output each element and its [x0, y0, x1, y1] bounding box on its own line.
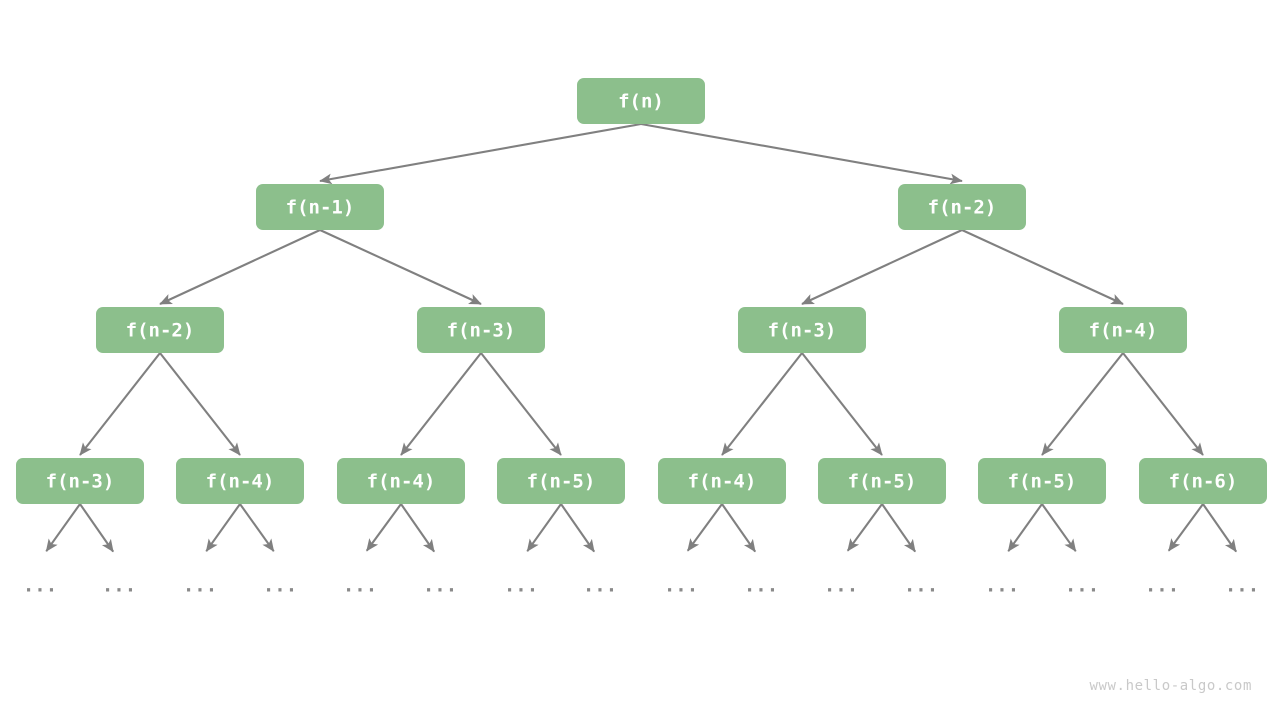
node-label: f(n-5) [848, 471, 917, 493]
tree-edge [1122, 352, 1204, 456]
ellipsis-edge [365, 503, 402, 552]
node-box [176, 458, 304, 504]
ellipsis-edge [400, 503, 436, 553]
node-label: f(n-3) [768, 320, 837, 342]
node-box [738, 307, 866, 353]
tree-node[interactable]: f(n-3) [738, 307, 866, 353]
node-label: f(n-4) [367, 471, 436, 493]
node-label: f(n) [618, 91, 664, 113]
node-label: f(n-4) [206, 471, 275, 493]
ellipsis-label: ... [1065, 575, 1099, 597]
tree-edge [961, 229, 1124, 305]
node-label: f(n-5) [527, 471, 596, 493]
tree-edge [640, 122, 963, 185]
ellipsis-label: ... [423, 575, 457, 597]
node-label: f(n-2) [928, 197, 997, 219]
ellipsis-label: ... [23, 575, 57, 597]
ellipsis-edge [1041, 503, 1077, 552]
node-box [818, 458, 946, 504]
node-label: f(n-3) [46, 471, 115, 493]
node-box [577, 78, 705, 124]
tree-edge [801, 229, 963, 305]
ellipsis-label: ... [504, 575, 538, 597]
tree-edge [1041, 352, 1124, 456]
tree-node[interactable]: f(n) [577, 78, 705, 124]
node-box [1139, 458, 1267, 504]
ellipsis-edge [846, 503, 883, 552]
node-box [658, 458, 786, 504]
node-label: f(n-5) [1008, 471, 1077, 493]
tree-edge [319, 122, 642, 185]
node-box [1059, 307, 1187, 353]
ellipsis-label: ... [343, 575, 377, 597]
tree-node[interactable]: f(n-3) [417, 307, 545, 353]
tree-node[interactable]: f(n-4) [658, 458, 786, 504]
node-box [978, 458, 1106, 504]
tree-edge [159, 352, 241, 456]
node-box [497, 458, 625, 504]
ellipsis-label: ... [1225, 575, 1259, 597]
tree-node[interactable]: f(n-6) [1139, 458, 1267, 504]
nodes-layer: f(n) f(n-1) f(n-2) f(n-2) f(n-3) f(n-3) f(n-4)… [16, 78, 1267, 504]
ellipsis-edge [79, 503, 115, 553]
tree-node[interactable]: f(n-4) [337, 458, 465, 504]
node-label: f(n-6) [1169, 471, 1238, 493]
node-label: f(n-4) [1089, 320, 1158, 342]
tree-node[interactable]: f(n-3) [16, 458, 144, 504]
ellipsis-edge [686, 503, 723, 552]
node-box [898, 184, 1026, 230]
node-box [16, 458, 144, 504]
node-label: f(n-4) [688, 471, 757, 493]
ellipsis-edge [1167, 503, 1204, 552]
node-box [96, 307, 224, 353]
tree-node[interactable]: f(n-5) [818, 458, 946, 504]
tree-node[interactable]: f(n-5) [978, 458, 1106, 504]
tree-node[interactable]: f(n-4) [1059, 307, 1187, 353]
ellipsis-edge [526, 503, 562, 552]
ellipsis-edge [45, 503, 81, 552]
tree-edge [721, 352, 803, 456]
ellipsis-label: ... [1145, 575, 1179, 597]
ellipsis-label: ... [183, 575, 217, 597]
ellipsis-layer: ........................................… [23, 575, 1259, 597]
ellipsis-edge [560, 503, 596, 553]
ellipsis-label: ... [744, 575, 778, 597]
node-label: f(n-3) [447, 320, 516, 342]
tree-node[interactable]: f(n-5) [497, 458, 625, 504]
node-box [417, 307, 545, 353]
node-box [337, 458, 465, 504]
ellipsis-label: ... [904, 575, 938, 597]
ellipsis-label: ... [102, 575, 136, 597]
tree-edge [159, 229, 321, 305]
watermark: www.hello-algo.com [1089, 678, 1252, 694]
ellipsis-label: ... [664, 575, 698, 597]
ellipsis-label: ... [985, 575, 1019, 597]
ellipsis-edge [1007, 503, 1043, 552]
node-label: f(n-1) [286, 197, 355, 219]
ellipsis-label: ... [824, 575, 858, 597]
ellipsis-edge [205, 503, 241, 552]
node-box [256, 184, 384, 230]
tree-edge [801, 352, 883, 456]
edges-layer [45, 122, 1238, 553]
node-label: f(n-2) [126, 320, 195, 342]
tree-edge [400, 352, 482, 456]
tree-edge [79, 352, 161, 456]
ellipsis-edge [881, 503, 917, 553]
ellipsis-edge [239, 503, 275, 552]
ellipsis-label: ... [263, 575, 297, 597]
tree-edge [319, 229, 482, 305]
ellipsis-edge [721, 503, 757, 553]
ellipsis-edge [1202, 503, 1238, 553]
tree-node[interactable]: f(n-2) [898, 184, 1026, 230]
tree-node[interactable]: f(n-1) [256, 184, 384, 230]
tree-edge [480, 352, 562, 456]
tree-node[interactable]: f(n-2) [96, 307, 224, 353]
ellipsis-label: ... [583, 575, 617, 597]
tree-node[interactable]: f(n-4) [176, 458, 304, 504]
